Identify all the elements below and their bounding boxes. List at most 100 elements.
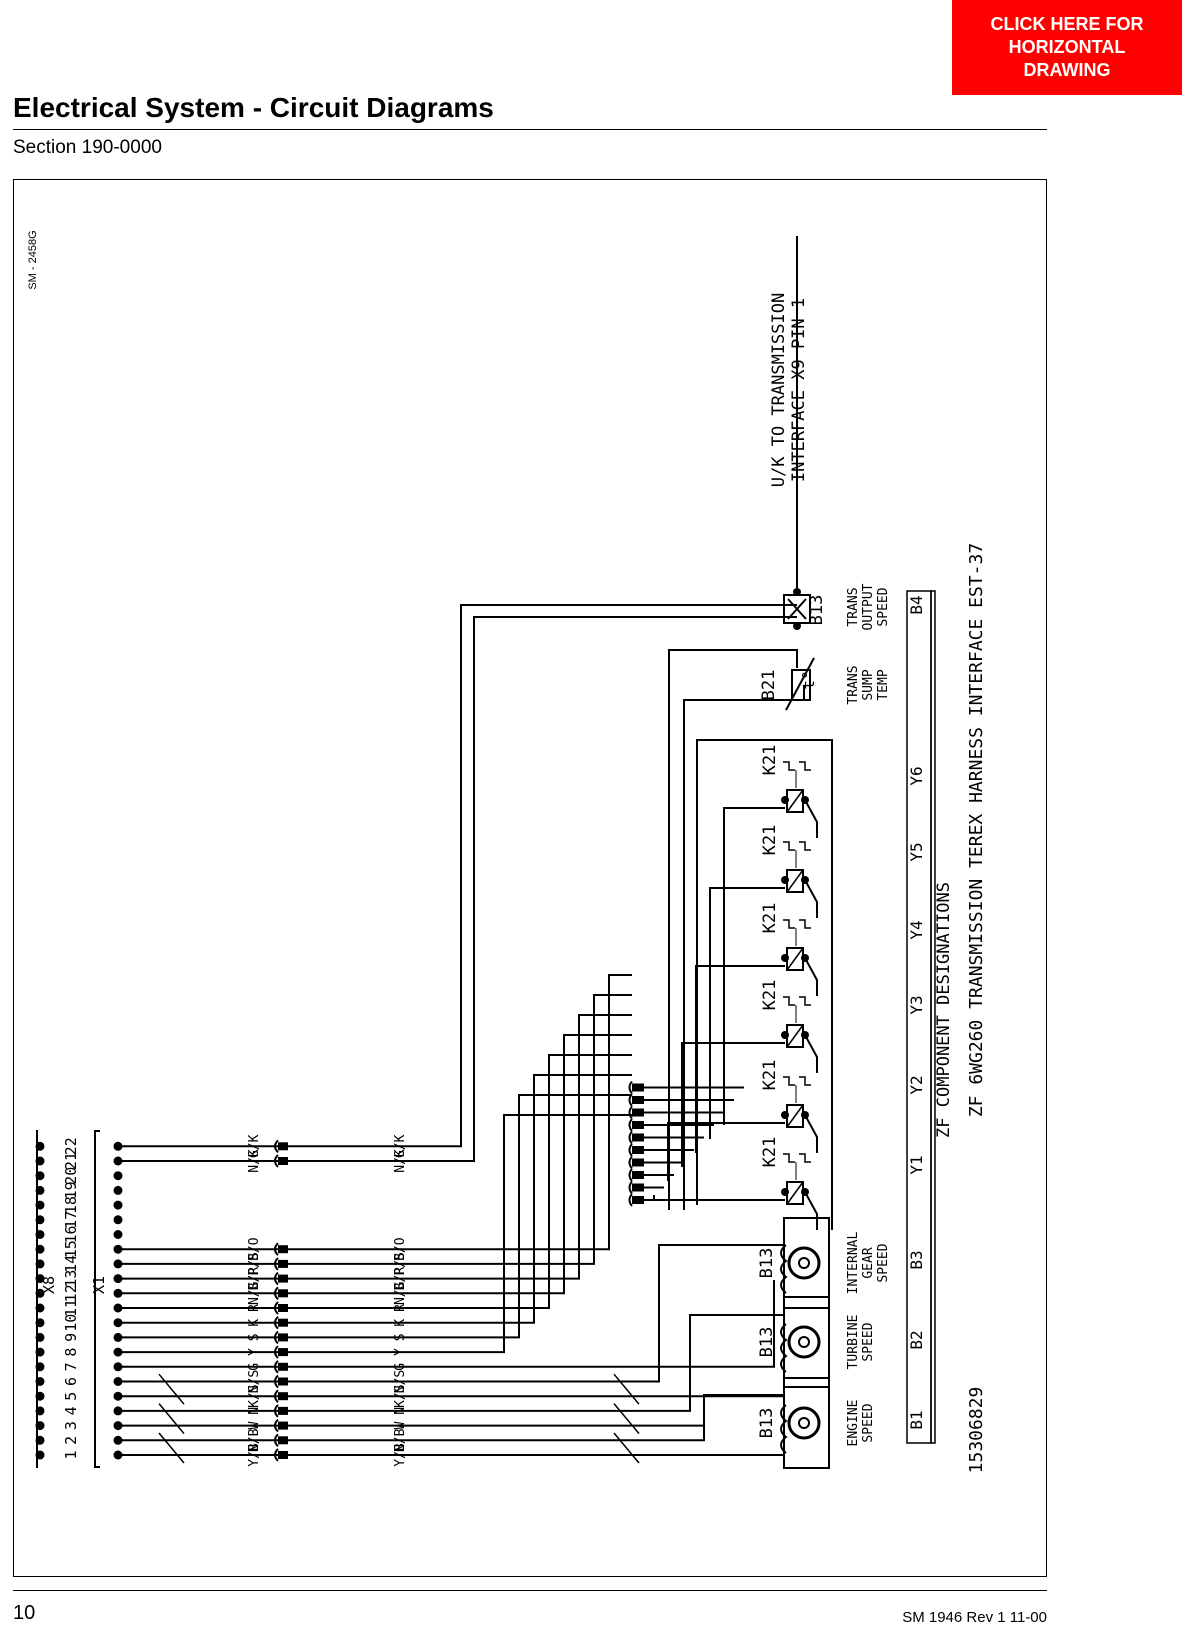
pin-number: 5 — [62, 1392, 80, 1401]
designation-code: B2 — [907, 1330, 926, 1349]
splice-bracket — [274, 1360, 279, 1374]
relay-diode — [783, 1153, 811, 1163]
x1-pin-dot — [113, 1141, 123, 1151]
twist-mark — [613, 1373, 640, 1405]
splice-bracket — [274, 1271, 279, 1286]
turbine-speed-wire — [286, 1314, 784, 1412]
relay-common — [804, 1114, 818, 1153]
designations-title: ZF COMPONENT DESIGNATIONS — [934, 882, 954, 1138]
designation-code: Y6 — [907, 766, 926, 785]
x8-pin-dot — [35, 1171, 45, 1181]
k21-label: K21 — [760, 1137, 780, 1168]
horizontal-drawing-button[interactable]: CLICK HERE FOR HORIZONTAL DRAWING — [952, 0, 1182, 95]
bundle-bracket — [628, 1168, 633, 1182]
pin-number: 14 — [62, 1255, 80, 1273]
bundle-splice — [632, 1196, 644, 1204]
relay-common-bus — [696, 739, 833, 1230]
x8-pin-dot — [35, 1156, 45, 1166]
wire-label-left: G/K — [247, 1134, 262, 1158]
x1-pin-dot — [113, 1332, 123, 1342]
connector-x1-cap — [94, 1466, 100, 1468]
harness-title: ZF 6WG260 TRANSMISSION TEREX HARNESS INT… — [966, 543, 987, 1117]
footer-rule — [13, 1590, 1047, 1591]
speed-sensor-box — [783, 1217, 830, 1309]
solenoid-wire — [286, 974, 632, 1251]
splice-block — [278, 1157, 288, 1165]
wire-label-left: G — [247, 1363, 262, 1371]
turbine-speed-label: TURBINE — [846, 1315, 861, 1370]
pin-number: 9 — [62, 1333, 80, 1342]
x8-pin-dot — [35, 1332, 45, 1342]
wire-label-right: N — [393, 1407, 408, 1415]
x1-pin-dot — [113, 1156, 123, 1166]
b13-label: B13 — [757, 1327, 777, 1358]
pin-number: 21 — [62, 1152, 80, 1170]
wire-label-right: G — [393, 1363, 408, 1371]
relay-feed — [653, 1195, 785, 1201]
pin-number: 15 — [62, 1240, 80, 1258]
splice-bracket — [274, 1242, 279, 1256]
bundle-splice — [632, 1158, 644, 1167]
k21-label: K21 — [760, 745, 780, 776]
transmission-lead-label: U/K TO TRANSMISSION — [769, 293, 789, 487]
bundle-bracket — [628, 1118, 633, 1132]
wire-label-left: S — [247, 1333, 262, 1341]
pin-number: 19 — [62, 1181, 80, 1199]
page-number: 10 — [13, 1602, 36, 1624]
splice-bracket — [274, 1374, 279, 1389]
wire-label-left: N/G — [247, 1281, 262, 1305]
x8-pin-dot — [35, 1185, 45, 1195]
splice-block — [278, 1421, 288, 1430]
document-reference: SM 1946 Rev 1 11-00 — [902, 1609, 1047, 1626]
b13-label: B13 — [757, 1408, 777, 1439]
splice-block — [278, 1436, 288, 1445]
x1-pin-dot — [113, 1406, 123, 1416]
pin-number: 17 — [62, 1211, 80, 1229]
b13-label: B13 — [757, 1248, 777, 1279]
engine-speed-wire — [286, 1430, 785, 1456]
x8-pin-dot — [35, 1377, 45, 1386]
speed-sensor-box — [783, 1377, 830, 1469]
wire-label-left: N/K — [247, 1149, 262, 1173]
part-number: 15306829 — [966, 1387, 987, 1474]
relay-coil-slash — [786, 1024, 804, 1048]
relay-diode — [783, 919, 811, 929]
wire-label-left: K — [247, 1319, 262, 1327]
bundle-bracket — [628, 1130, 633, 1145]
sump-temp-label: TRANS — [846, 665, 861, 704]
wire-label-right: K/S — [393, 1384, 408, 1407]
designation-table-row1 — [906, 590, 932, 1444]
splice-bracket — [274, 1448, 279, 1462]
relay-diode — [783, 841, 811, 851]
splice-bracket — [274, 1257, 279, 1271]
splice-block — [278, 1274, 288, 1283]
wire-label-left: N — [247, 1407, 262, 1415]
designation-code: Y4 — [907, 920, 926, 939]
turbine-speed-label: SPEED — [861, 1322, 876, 1361]
speed-sensor-core — [798, 1257, 810, 1269]
relay-dot — [781, 1111, 789, 1119]
speed-sensor-coil — [780, 1323, 788, 1373]
sump-temp-arrow — [785, 657, 815, 711]
speed-sensor-ring — [787, 1325, 821, 1359]
output-speed-x — [787, 598, 807, 620]
wire-label-right: B/O — [393, 1237, 408, 1261]
pin-number: 8 — [62, 1348, 80, 1357]
x1-pin-dot — [113, 1259, 123, 1269]
splice-block — [278, 1304, 288, 1312]
output-speed-label: SPEED — [876, 587, 891, 626]
splice-block — [278, 1245, 288, 1254]
splice-bracket — [274, 1301, 279, 1315]
bundle-bracket — [628, 1193, 633, 1207]
twist-mark — [613, 1403, 640, 1435]
bundle-splice — [632, 1133, 644, 1142]
relay-dot — [781, 1188, 789, 1196]
x8-pin-dot — [35, 1406, 45, 1416]
bundle-splice — [632, 1096, 644, 1104]
header-rule — [13, 129, 1047, 130]
relay-diode — [783, 761, 811, 771]
speed-sensor-core — [798, 1336, 810, 1348]
sump-temp-label: TEMP — [876, 669, 891, 700]
x8-pin-dot — [35, 1450, 45, 1460]
